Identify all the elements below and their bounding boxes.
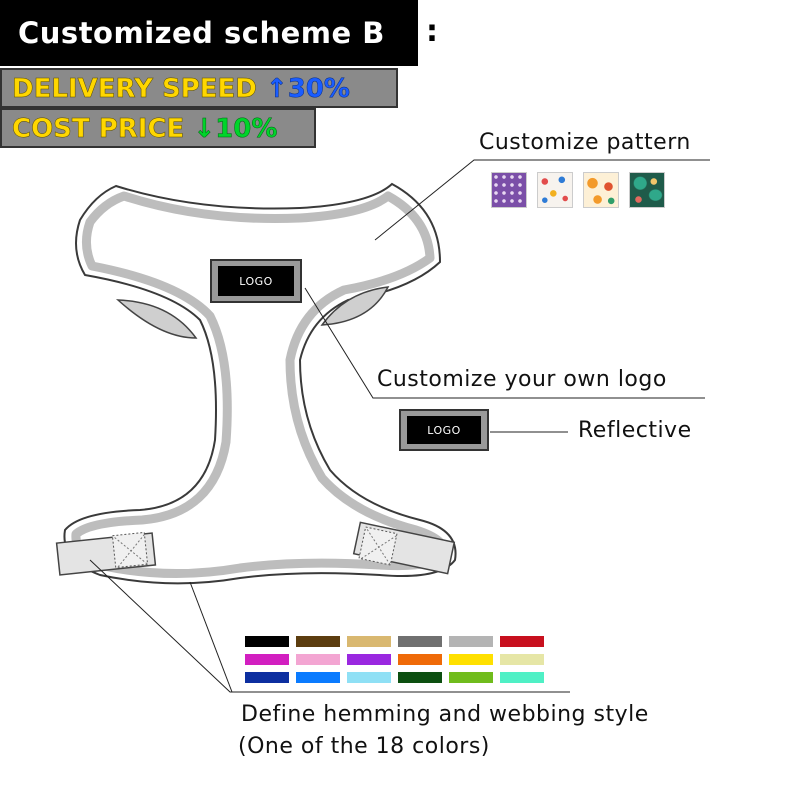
color-swatch[interactable]: [398, 654, 442, 665]
color-swatch[interactable]: [296, 672, 340, 683]
hemming-colors-note: (One of the 18 colors): [238, 734, 490, 759]
pattern-leader: [374, 159, 710, 241]
title-colon: :: [426, 14, 438, 49]
pattern-swatch-confetti[interactable]: [537, 172, 573, 208]
right-armhole: [320, 286, 390, 326]
hemming-leader-1: [89, 559, 570, 693]
harness-logo-tag: LOGO: [210, 259, 302, 303]
customize-logo-label: Customize your own logo: [377, 367, 667, 392]
hemming-label: Define hemming and webbing style: [241, 702, 649, 727]
pattern-swatches: [491, 172, 665, 208]
webbing-color-grid: [245, 636, 544, 683]
cost-price-value: ↓10%: [193, 114, 278, 145]
color-swatch[interactable]: [296, 654, 340, 665]
color-swatch[interactable]: [449, 654, 493, 665]
harness-hem: [71, 191, 450, 578]
color-swatch[interactable]: [347, 636, 391, 647]
customize-pattern-label: Customize pattern: [479, 130, 691, 155]
reflective-logo-tag: LOGO: [399, 409, 489, 451]
color-swatch[interactable]: [347, 672, 391, 683]
cost-price-badge: COST PRICE ↓10%: [0, 108, 316, 148]
color-swatch[interactable]: [398, 636, 442, 647]
reflective-label: Reflective: [578, 418, 692, 443]
color-swatch[interactable]: [245, 654, 289, 665]
color-swatch[interactable]: [245, 672, 289, 683]
color-swatch[interactable]: [500, 636, 544, 647]
color-swatch[interactable]: [449, 672, 493, 683]
pattern-swatch-flowers[interactable]: [583, 172, 619, 208]
harness-logo-text: LOGO: [218, 266, 294, 296]
right-strap-box: [358, 526, 398, 566]
color-swatch[interactable]: [296, 636, 340, 647]
pattern-swatch-tropical-leaves[interactable]: [629, 172, 665, 208]
color-swatch[interactable]: [500, 672, 544, 683]
logo-leader: [304, 287, 705, 399]
left-armhole: [115, 299, 198, 339]
delivery-speed-badge: DELIVERY SPEED ↑30%: [0, 68, 398, 108]
scheme-title: Customized scheme B: [0, 0, 418, 66]
color-swatch[interactable]: [245, 636, 289, 647]
delivery-speed-label: DELIVERY SPEED: [12, 74, 257, 105]
reflective-logo-text: LOGO: [407, 416, 481, 444]
delivery-speed-value: ↑30%: [265, 74, 351, 105]
color-swatch[interactable]: [449, 636, 493, 647]
left-strap-box: [111, 531, 149, 569]
pattern-swatch-purple-dots[interactable]: [491, 172, 527, 208]
color-swatch[interactable]: [347, 654, 391, 665]
color-swatch[interactable]: [500, 654, 544, 665]
color-swatch[interactable]: [398, 672, 442, 683]
hemming-leader-2: [189, 581, 233, 693]
cost-price-label: COST PRICE: [12, 114, 185, 145]
